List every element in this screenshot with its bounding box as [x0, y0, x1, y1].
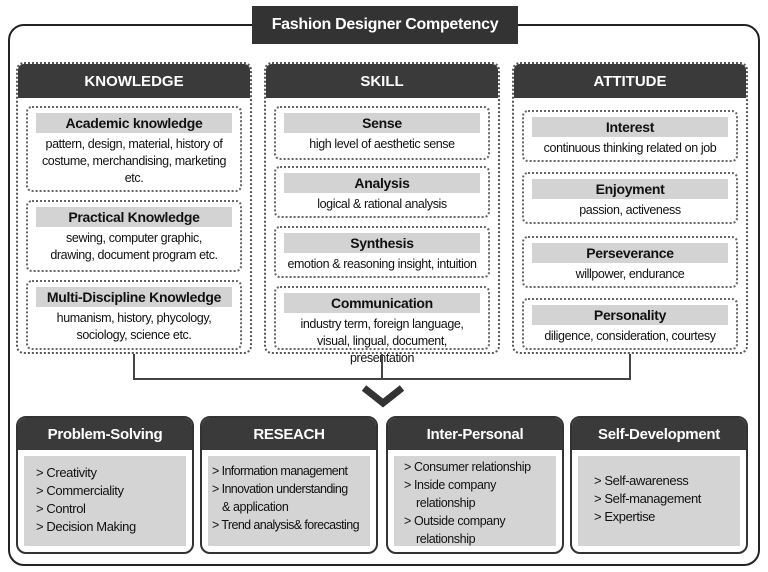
card-enjoyment: Enjoyment passion, activeness — [522, 172, 738, 224]
list-item: > Consumer relationship — [404, 460, 531, 474]
card-title: Sense — [284, 113, 480, 133]
list-item: relationship — [416, 532, 476, 546]
connector-knowledge — [133, 354, 135, 380]
card-title: Practical Knowledge — [36, 207, 232, 227]
column-skill: SKILL Sense high level of aesthetic sens… — [264, 62, 500, 365]
card-title: Perseverance — [532, 243, 728, 263]
card-text: sewing, computer graphic, drawing, docum… — [50, 231, 218, 262]
list-item: > Inside company — [404, 478, 496, 492]
card-text: pattern, design, material, history of co… — [41, 137, 227, 185]
card-text: willpower, endurance — [575, 267, 685, 281]
card-title: Analysis — [284, 173, 480, 193]
card-text: humanism, history, phycology, sociology,… — [56, 311, 212, 342]
outcome-body: > Creativity > Commerciality > Control >… — [24, 456, 186, 546]
connector-bar — [133, 378, 631, 380]
card-title: Interest — [532, 117, 728, 137]
list-item: > Self-awareness — [594, 473, 689, 488]
card-text: industry term, foreign language, visual,… — [300, 317, 464, 365]
card-text: continuous thinking related on job — [543, 141, 717, 155]
list-item: relationship — [416, 496, 476, 510]
card-text: emotion & reasoning insight, intuition — [287, 257, 477, 271]
card-interest: Interest continuous thinking related on … — [522, 110, 738, 162]
chevron-down-icon — [361, 385, 405, 408]
outcome-body: > Consumer relationship > Inside company… — [394, 456, 556, 546]
outcome-body: > Information management > Innovation un… — [208, 456, 370, 546]
outcome-inter-personal: Inter-Personal > Consumer relationship >… — [386, 416, 564, 554]
card-analysis: Analysis logical & rational analysis — [274, 166, 490, 218]
card-title: Personality — [532, 305, 728, 325]
list-item: > Creativity — [36, 465, 97, 480]
connector-attitude — [629, 354, 631, 380]
column-attitude: ATTITUDE Interest continuous thinking re… — [512, 62, 748, 354]
card-perseverance: Perseverance willpower, endurance — [522, 236, 738, 288]
list-item: > Trend analysis& forecasting — [212, 518, 360, 532]
card-title: Communication — [284, 293, 480, 313]
column-heading-knowledge: KNOWLEDGE — [18, 64, 250, 98]
list-item: > Commerciality — [36, 483, 124, 498]
card-text: high level of aesthetic sense — [309, 137, 455, 151]
card-text: logical & rational analysis — [317, 197, 447, 211]
column-heading-skill: SKILL — [266, 64, 498, 98]
outcome-heading: RESEACH — [202, 418, 376, 450]
list-item: > Control — [36, 501, 86, 516]
outcome-self-development: Self-Development > Self-awareness > Self… — [570, 416, 748, 554]
card-synthesis: Synthesis emotion & reasoning insight, i… — [274, 226, 490, 278]
card-title: Enjoyment — [532, 179, 728, 199]
column-heading-attitude: ATTITUDE — [514, 64, 746, 98]
outcome-heading: Problem-Solving — [18, 418, 192, 450]
card-title: Multi-Discipline Knowledge — [36, 287, 232, 307]
outcome-heading: Inter-Personal — [388, 418, 562, 450]
list-item: > Information management — [212, 464, 348, 478]
card-personality: Personality diligence, consideration, co… — [522, 298, 738, 350]
card-practical-knowledge: Practical Knowledge sewing, computer gra… — [26, 200, 242, 272]
list-item: & application — [222, 500, 289, 514]
list-item: > Outside company — [404, 514, 506, 528]
list-item: > Innovation understanding — [212, 482, 348, 496]
column-knowledge: KNOWLEDGE Academic knowledge pattern, de… — [16, 62, 252, 354]
outcome-body: > Self-awareness > Self-management > Exp… — [578, 456, 740, 546]
outcome-heading: Self-Development — [572, 418, 746, 450]
list-item: > Decision Making — [36, 519, 136, 534]
card-sense: Sense high level of aesthetic sense — [274, 106, 490, 160]
card-title: Synthesis — [284, 233, 480, 253]
card-communication: Communication industry term, foreign lan… — [274, 286, 490, 365]
list-item: > Expertise — [594, 509, 655, 524]
card-academic-knowledge: Academic knowledge pattern, design, mate… — [26, 106, 242, 192]
card-title: Academic knowledge — [36, 113, 232, 133]
list-item: > Self-management — [594, 491, 702, 506]
diagram-title: Fashion Designer Competency — [252, 6, 518, 44]
card-multi-discipline-knowledge: Multi-Discipline Knowledge humanism, his… — [26, 280, 242, 350]
card-text: passion, activeness — [579, 203, 681, 217]
outcome-research: RESEACH > Information management > Innov… — [200, 416, 378, 554]
connector-skill — [381, 354, 383, 380]
card-text: diligence, consideration, courtesy — [544, 329, 716, 343]
outcome-problem-solving: Problem-Solving > Creativity > Commercia… — [16, 416, 194, 554]
